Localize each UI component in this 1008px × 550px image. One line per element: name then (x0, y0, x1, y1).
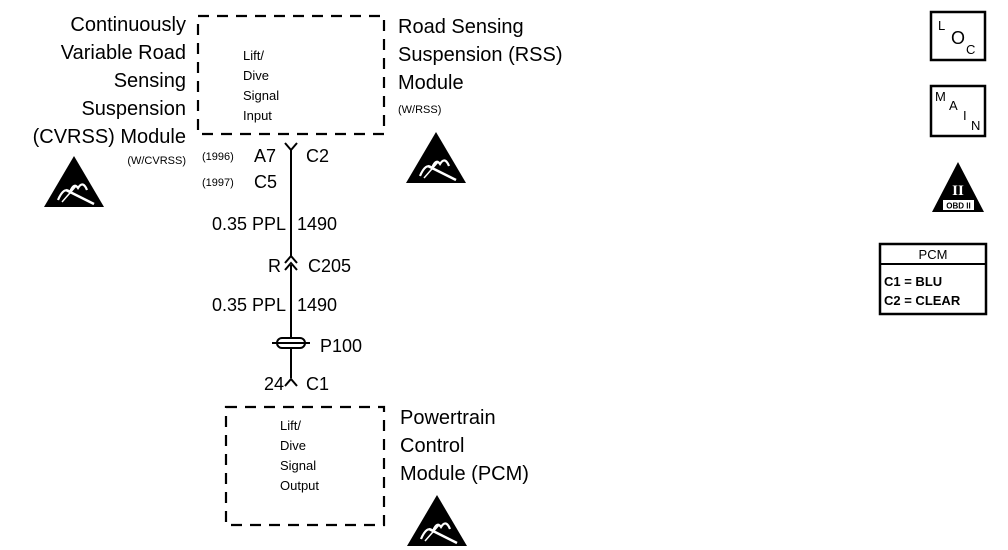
svg-text:Input: Input (243, 108, 272, 123)
pcm-signal-label: Lift/ Dive Signal Output (280, 418, 319, 493)
svg-text:Powertrain: Powertrain (400, 407, 496, 429)
svg-text:L: L (938, 18, 945, 33)
obd-ii-icon: II OBD II (932, 162, 984, 212)
svg-text:Dive: Dive (243, 68, 269, 83)
svg-text:Continuously: Continuously (70, 14, 186, 36)
rss-signal-label: Lift/ Dive Signal Input (243, 48, 279, 123)
svg-text:R: R (268, 256, 281, 276)
svg-text:Road Sensing: Road Sensing (398, 16, 524, 38)
connector-c1: 24 C1 (264, 374, 329, 394)
rss-module-name: Road Sensing Suspension (RSS) Module (W/… (398, 16, 563, 116)
svg-text:(W/RSS): (W/RSS) (398, 104, 441, 116)
svg-text:0.35 PPL: 0.35 PPL (212, 214, 286, 234)
svg-text:C5: C5 (254, 172, 277, 192)
esd-warning-icon (405, 493, 469, 548)
svg-text:(1996): (1996) (202, 151, 234, 163)
svg-text:(CVRSS) Module: (CVRSS) Module (33, 126, 186, 148)
svg-text:Suspension (RSS): Suspension (RSS) (398, 44, 563, 66)
pcm-module-box (224, 405, 386, 527)
svg-text:24: 24 (264, 374, 284, 394)
svg-text:(1997): (1997) (202, 177, 234, 189)
wire-label-upper: 0.35 PPL 1490 (212, 214, 337, 234)
svg-text:Signal: Signal (243, 88, 279, 103)
svg-text:Module: Module (398, 72, 464, 94)
svg-text:C1: C1 (306, 374, 329, 394)
connector-c205: R C205 (268, 254, 351, 276)
svg-text:C2: C2 (306, 146, 329, 166)
svg-text:N: N (971, 118, 980, 133)
svg-text:Lift/: Lift/ (243, 48, 264, 63)
svg-text:1490: 1490 (297, 214, 337, 234)
svg-text:Signal: Signal (280, 458, 316, 473)
svg-text:0.35 PPL: 0.35 PPL (212, 295, 286, 315)
svg-text:P100: P100 (320, 336, 362, 356)
cvrss-module-name: Continuously Variable Road Sensing Suspe… (33, 14, 186, 167)
svg-text:Dive: Dive (280, 438, 306, 453)
svg-text:OBD II: OBD II (946, 202, 970, 211)
esd-warning-icon (404, 130, 468, 185)
svg-text:C2 = CLEAR: C2 = CLEAR (884, 293, 961, 308)
svg-text:M: M (935, 89, 946, 104)
splice-p100: P100 (272, 336, 362, 356)
svg-text:O: O (951, 28, 965, 48)
pcm-module-name: Powertrain Control Module (PCM) (400, 407, 529, 485)
svg-text:A7: A7 (254, 146, 276, 166)
svg-text:II: II (952, 183, 964, 199)
svg-text:(W/CVRSS): (W/CVRSS) (127, 155, 186, 167)
svg-text:Variable Road: Variable Road (61, 42, 186, 64)
svg-text:I: I (963, 108, 967, 123)
svg-text:PCM: PCM (919, 247, 948, 262)
svg-text:Suspension: Suspension (81, 98, 186, 120)
esd-warning-icon (42, 154, 106, 209)
svg-text:C1 = BLU: C1 = BLU (884, 274, 942, 289)
svg-text:C: C (966, 42, 975, 57)
wire-label-lower: 0.35 PPL 1490 (212, 295, 337, 315)
svg-text:Control: Control (400, 435, 464, 457)
pcm-connector-legend: PCM C1 = BLU C2 = CLEAR (878, 242, 988, 316)
svg-text:C205: C205 (308, 256, 351, 276)
svg-text:Lift/: Lift/ (280, 418, 301, 433)
svg-text:Sensing: Sensing (114, 70, 186, 92)
rss-module-box (196, 14, 386, 136)
svg-text:1490: 1490 (297, 295, 337, 315)
main-icon: M A I N (929, 84, 987, 138)
svg-text:Module (PCM): Module (PCM) (400, 463, 529, 485)
loc-icon: L O C (929, 10, 987, 62)
svg-text:A: A (949, 98, 958, 113)
svg-text:Output: Output (280, 478, 319, 493)
connector-c2: (1996) A7 C2 (1997) C5 (202, 142, 329, 192)
